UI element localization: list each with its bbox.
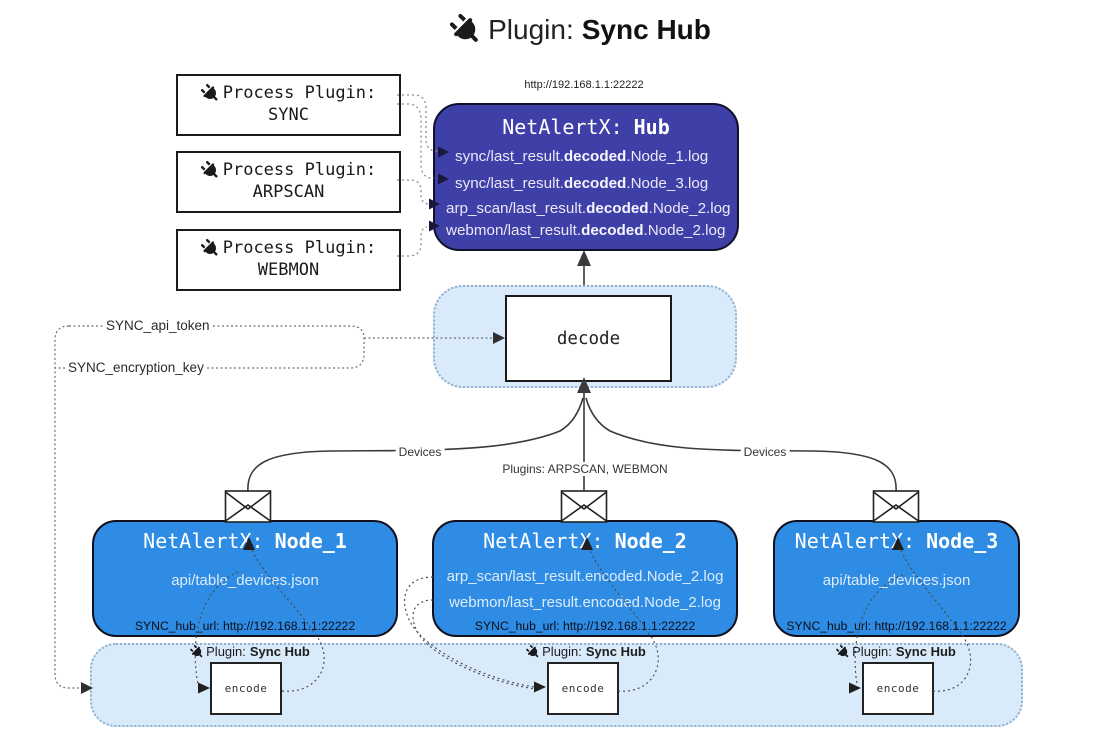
plug-icon bbox=[197, 80, 224, 107]
plug-icon bbox=[833, 642, 853, 662]
hub-file-row: webmon/last_result.decoded.Node_2.log bbox=[446, 222, 726, 239]
hub-title-name: Hub bbox=[633, 115, 670, 139]
plug-icon bbox=[523, 642, 543, 662]
devices-edge-label-left: Devices bbox=[395, 445, 445, 459]
plug-icon bbox=[443, 7, 488, 52]
envelope-icon bbox=[560, 490, 608, 523]
process-plugin-name: SYNC bbox=[268, 105, 309, 125]
sync-encryption-key-label: SYNC_encryption_key bbox=[66, 360, 206, 375]
node-hub-url: SYNC_hub_url: http://192.168.1.1:22222 bbox=[134, 619, 356, 633]
decode-box: decode bbox=[505, 295, 672, 382]
process-plugin-sync-box: Process Plugin: SYNC bbox=[176, 74, 401, 136]
envelope-icon bbox=[872, 490, 920, 523]
node-2-box: NetAlertX:Node_2 arp_scan/last_result.en… bbox=[432, 520, 738, 637]
encoder-plugin-label: Plugin:Sync Hub bbox=[190, 644, 310, 659]
hub-box: NetAlertX: Hub sync/last_result.decoded.N… bbox=[433, 103, 739, 251]
process-plugin-label: Process Plugin: bbox=[222, 83, 377, 103]
plugins-edge-label-center: Plugins: ARPSCAN, WEBMON bbox=[499, 462, 671, 476]
hub-file-row: arp_scan/last_result.decoded.Node_2.log bbox=[446, 200, 731, 217]
node-title: NetAlertX:Node_3 bbox=[794, 529, 999, 553]
hub-file-row: sync/last_result.decoded.Node_3.log bbox=[455, 175, 709, 192]
plugin-to-hub-links bbox=[397, 94, 438, 257]
node-3-box: NetAlertX:Node_3 api/table_devices.json … bbox=[773, 520, 1020, 637]
node-file: webmon/last_result.encoded.Node_2.log bbox=[449, 594, 721, 611]
process-plugin-label: Process Plugin: bbox=[222, 160, 377, 180]
hub-file-row: sync/last_result.decoded.Node_1.log bbox=[455, 148, 709, 165]
node-hub-url: SYNC_hub_url: http://192.168.1.1:22222 bbox=[474, 619, 696, 633]
plug-icon bbox=[187, 642, 207, 662]
decode-label: decode bbox=[556, 328, 621, 349]
process-plugin-webmon-box: Process Plugin: WEBMON bbox=[176, 229, 401, 291]
title-name: Sync Hub bbox=[581, 14, 711, 45]
devices-edge-label-right: Devices bbox=[740, 445, 790, 459]
node-file: arp_scan/last_result.encoded.Node_2.log bbox=[446, 568, 724, 585]
node-file: api/table_devices.json bbox=[171, 572, 319, 589]
node-1-box: NetAlertX:Node_1 api/table_devices.json … bbox=[92, 520, 398, 637]
encode-box-2: encode bbox=[547, 662, 619, 715]
hub-url: http://192.168.1.1:22222 bbox=[524, 79, 644, 91]
arrow-up-into-hub bbox=[577, 250, 591, 266]
plug-icon bbox=[197, 157, 224, 184]
plug-icon bbox=[197, 235, 224, 262]
encoder-plugin-label: Plugin:Sync Hub bbox=[836, 644, 956, 659]
encode-box-1: encode bbox=[210, 662, 282, 715]
node-file: api/table_devices.json bbox=[822, 572, 971, 589]
process-plugin-arpscan-box: Process Plugin: ARPSCAN bbox=[176, 151, 401, 213]
process-plugin-label: Process Plugin: bbox=[222, 238, 377, 258]
hub-title-prefix: NetAlertX: bbox=[502, 115, 623, 139]
process-plugin-name: ARPSCAN bbox=[252, 182, 325, 202]
node-hub-url: SYNC_hub_url: http://192.168.1.1:22222 bbox=[786, 619, 1007, 633]
hub-title: NetAlertX: Hub bbox=[435, 115, 737, 139]
encoder-plugin-label: Plugin:Sync Hub bbox=[526, 644, 646, 659]
title-prefix: Plugin: bbox=[488, 14, 574, 45]
process-plugin-name: WEBMON bbox=[257, 260, 320, 280]
encode-box-3: encode bbox=[862, 662, 934, 715]
node-title: NetAlertX:Node_2 bbox=[483, 529, 687, 553]
sync-api-token-label: SYNC_api_token bbox=[104, 318, 212, 333]
page-title: Plugin: Sync Hub bbox=[22, 14, 1117, 46]
envelope-icon bbox=[224, 490, 272, 523]
node-title: NetAlertX:Node_1 bbox=[143, 529, 347, 553]
